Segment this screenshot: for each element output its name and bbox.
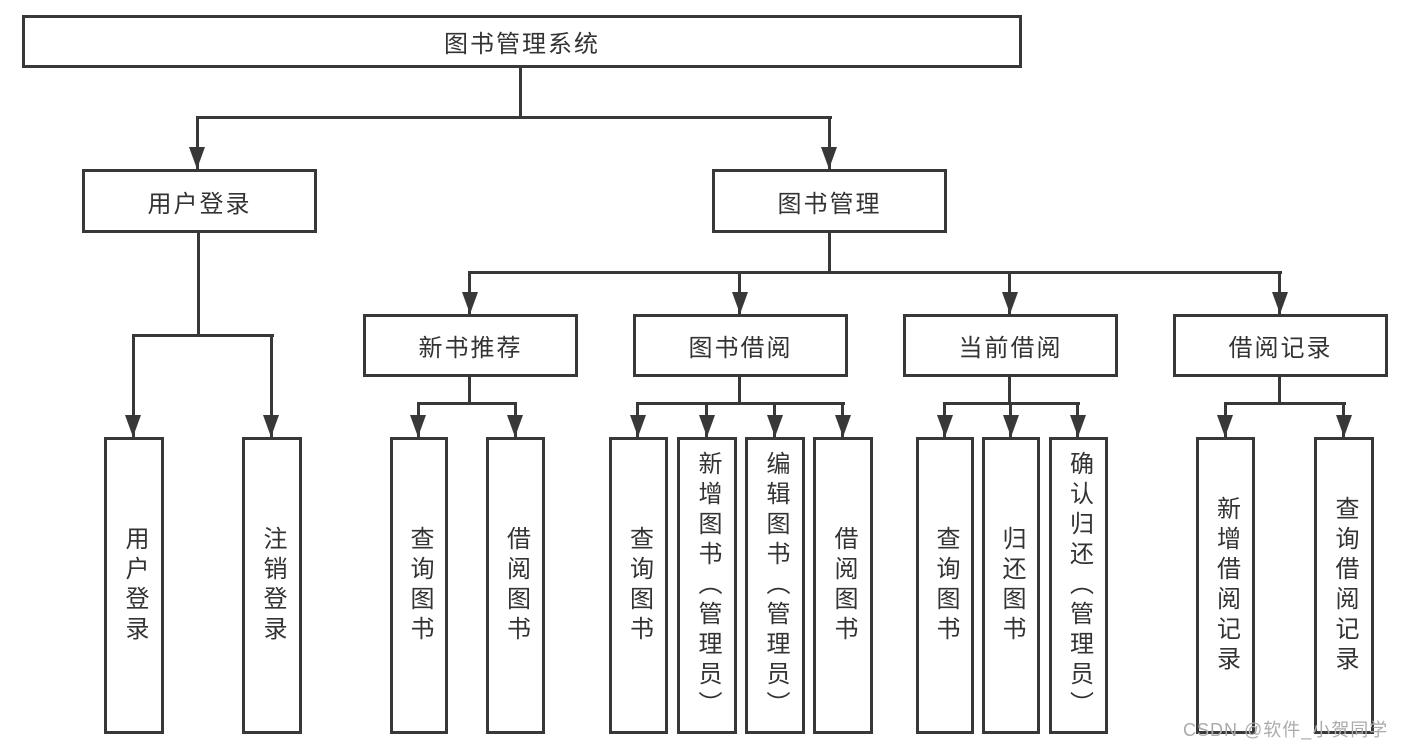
arrowhead-leaf-return <box>1003 415 1019 437</box>
arrowhead-leaf-query-record <box>1336 415 1352 437</box>
arrowhead-new-book <box>462 292 478 314</box>
connector-borrow-records-stem <box>1278 377 1281 404</box>
leaf-edit-book-admin: 编辑图书（管理员） <box>745 437 805 734</box>
connector-level3-rail <box>468 271 1282 274</box>
node-new-book-recommendation: 新书推荐 <box>363 314 578 377</box>
connector-book-borrow-stem <box>738 377 741 404</box>
watermark-text: CSDN @软件_小贺同学 <box>1183 720 1389 740</box>
node-library-management-system: 图书管理系统 <box>22 15 1022 68</box>
leaf-borrow-books-2: 借阅图书 <box>813 437 873 734</box>
arrowhead-leaf-query2 <box>630 415 646 437</box>
arrowhead-leaf-confirm-return <box>1070 415 1086 437</box>
arrowhead-leaf-logout <box>263 415 279 437</box>
leaf-query-books-2: 查询图书 <box>609 437 668 734</box>
leaf-query-borrow-record: 查询借阅记录 <box>1314 437 1374 734</box>
arrowhead-leaf-query3 <box>937 415 953 437</box>
arrowhead-leaf-add-book <box>699 415 715 437</box>
connector-new-book-rail <box>417 402 517 405</box>
leaf-return-books: 归还图书 <box>982 437 1040 734</box>
connector-current-borrow-stem <box>1008 377 1011 404</box>
leaf-logout: 注销登录 <box>242 437 302 734</box>
connector-book-management-drop <box>828 116 831 169</box>
arrowhead-leaf-borrow2 <box>835 415 851 437</box>
connector-leaf-logout-drop <box>270 334 273 437</box>
arrowhead-leaf-query1 <box>410 415 426 437</box>
connector-leaf-user-login-drop <box>132 334 135 437</box>
connector-user-login-rail <box>132 334 274 337</box>
connector-new-book-stem <box>468 377 471 404</box>
arrowhead-book-borrow <box>732 292 748 314</box>
leaf-confirm-return-admin: 确认归还（管理员） <box>1049 437 1108 734</box>
node-borrowing-records: 借阅记录 <box>1173 314 1388 377</box>
connector-root-stem <box>519 67 522 118</box>
node-book-borrowing: 图书借阅 <box>633 314 848 377</box>
node-user-login: 用户登录 <box>82 169 317 233</box>
arrowhead-leaf-borrow1 <box>507 415 523 437</box>
leaf-user-login: 用户登录 <box>104 437 164 734</box>
connector-level1-rail <box>196 116 832 119</box>
arrowhead-book-management <box>821 147 837 169</box>
connector-user-login-stem <box>197 233 200 336</box>
connector-user-login-drop <box>196 116 199 169</box>
leaf-query-books-3: 查询图书 <box>916 437 974 734</box>
leaf-add-book-admin: 新增图书（管理员） <box>677 437 737 734</box>
leaf-add-borrow-record: 新增借阅记录 <box>1196 437 1255 734</box>
arrowhead-leaf-user-login <box>125 415 141 437</box>
connector-borrow-records-rail <box>1224 402 1346 405</box>
leaf-borrow-books-1: 借阅图书 <box>486 437 545 734</box>
arrowhead-user-login <box>189 147 205 169</box>
arrowhead-leaf-add-record <box>1217 415 1233 437</box>
arrowhead-current-borrow <box>1002 292 1018 314</box>
node-book-management: 图书管理 <box>712 169 947 233</box>
connector-book-management-stem <box>828 233 831 274</box>
leaf-query-books-1: 查询图书 <box>390 437 448 734</box>
arrowhead-borrow-records <box>1272 292 1288 314</box>
arrowhead-leaf-edit-book <box>767 415 783 437</box>
node-current-borrowing: 当前借阅 <box>903 314 1118 377</box>
connector-book-borrow-rail <box>636 402 845 405</box>
